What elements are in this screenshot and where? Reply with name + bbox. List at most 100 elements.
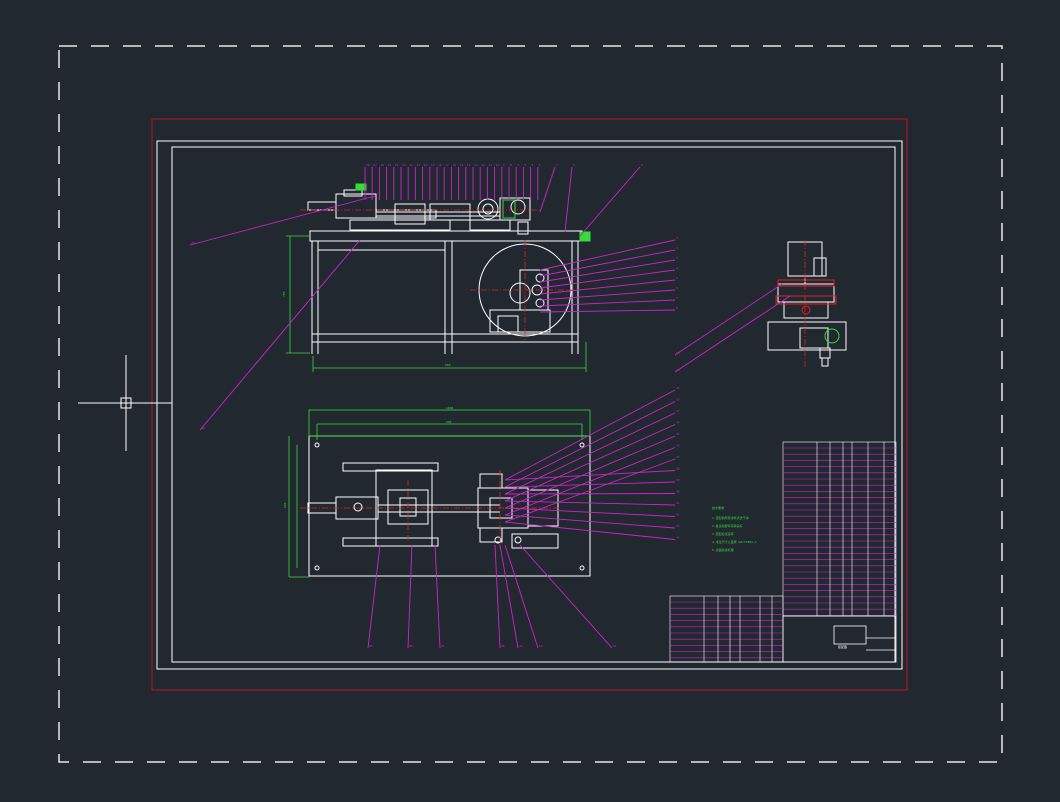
callout-bottom-3-label: 48 (501, 644, 505, 648)
notes-title: 技术要求 (712, 505, 724, 510)
callout-front-top-right-c-label: 1 (573, 163, 575, 167)
callout-bottom-6 (519, 544, 613, 649)
callout-front-top-0-label: 28 (366, 163, 370, 167)
callout-front-top-8-label: 20 (424, 163, 428, 167)
callout-front-top-5-label: 23 (402, 163, 406, 167)
callout-right-mid-8-label: 39 (676, 478, 680, 482)
notes-line-3: 3.装配后试运转 (712, 531, 734, 536)
callout-front-top-2-label: 26 (380, 163, 384, 167)
callout-front-right-2-label: 3 (676, 256, 678, 260)
notes-line-5: 5.表面涂漆处理 (712, 547, 734, 552)
callout-bottom-6-label: 51 (613, 644, 617, 648)
callout-right-mid-1-label: 32 (676, 398, 680, 402)
callout-bottom-2 (434, 544, 441, 649)
callout-right-mid-3-label: 34 (676, 421, 680, 425)
top-inner-width-dim: 900 (446, 420, 452, 424)
callout-front-right-4-label: 5 (676, 276, 678, 280)
callout-right-mid-6 (504, 458, 676, 523)
callout-front-top-18-label: 10 (496, 163, 500, 167)
callout-front-top-3-label: 25 (388, 163, 392, 167)
callout-bottom-4 (499, 544, 519, 649)
callout-front-right-7 (539, 309, 676, 313)
top-height-dim: 600 (283, 502, 287, 508)
callout-front-right-2 (539, 259, 676, 283)
callout-bottom-2-label: 47 (441, 644, 445, 648)
sheet-frame (151, 118, 908, 691)
callout-bottom-0 (367, 544, 381, 649)
notes-line-2: 2.各运动部件润滑良好 (712, 523, 743, 528)
notes-line-1: 1.装配前所有零件清洗干净 (712, 515, 749, 520)
callout-front-right-3-label: 4 (676, 266, 678, 270)
callout-right-mid-7 (504, 470, 676, 481)
callout-bottom-4-label: 49 (519, 644, 523, 648)
callout-side-b-label: 54 (676, 368, 680, 372)
callout-bottom-1-label: 46 (409, 644, 413, 648)
callout-front-right-6-label: 7 (676, 296, 678, 300)
callout-front-right-7-label: 8 (676, 306, 678, 310)
callout-front-top-right-b (539, 166, 556, 213)
callout-front-top-6-label: 22 (409, 163, 413, 167)
callout-front-top-right-a (579, 166, 641, 237)
callout-bottom-0-label: 45 (369, 644, 373, 648)
callout-side-b (674, 295, 791, 373)
callout-front-top-right-b-label: 2 (556, 163, 558, 167)
callout-right-mid-6-label: 37 (676, 455, 680, 459)
callout-side-a-label: 53 (676, 351, 680, 355)
callout-front-top-20-label: 8 (510, 163, 512, 167)
technical-notes: 技术要求 1.装配前所有零件清洗干净 2.各运动部件润滑良好 3.装配后试运转 … (712, 505, 757, 552)
callout-left-0-label: 29 (191, 241, 195, 245)
title-block-drawing-name: 装配图 (838, 644, 847, 649)
callout-right-mid-8 (504, 481, 676, 488)
callout-front-top-19-label: 9 (503, 163, 505, 167)
callout-right-mid-0 (504, 389, 676, 481)
callout-right-mid-5-label: 36 (676, 444, 680, 448)
callout-right-mid-5 (504, 447, 676, 516)
callout-front-top-right-c (564, 166, 573, 233)
callout-left-1-label: 30 (201, 426, 205, 430)
callout-front-right-5-label: 6 (676, 286, 678, 290)
front-view (307, 189, 583, 354)
callout-right-mid-13 (504, 521, 676, 540)
callout-front-top-1-label: 27 (373, 163, 377, 167)
callout-front-top-10-label: 18 (438, 163, 442, 167)
front-view-dimensions (286, 235, 587, 372)
callout-bottom-5-label: 50 (539, 644, 543, 648)
callout-front-top-11-label: 17 (445, 163, 449, 167)
callout-side-a (674, 283, 783, 356)
callout-right-mid-9 (504, 493, 676, 495)
callout-front-top-17-label: 11 (488, 163, 492, 167)
callout-bottom-1 (407, 544, 413, 649)
drawing-border-inner (171, 146, 896, 663)
top-view-centerlines (300, 470, 560, 548)
callout-right-mid-11 (504, 507, 676, 517)
callout-front-top-13-label: 15 (460, 163, 464, 167)
callout-right-mid-11-label: 42 (676, 513, 680, 517)
callout-right-mid-7-label: 38 (676, 467, 680, 471)
notes-line-4: 4.未注尺寸公差按 GB/T1804-m (712, 539, 757, 544)
callout-right-mid-2 (504, 412, 676, 495)
callout-front-right-1-label: 2 (676, 246, 678, 250)
callout-front-top-16-label: 12 (481, 163, 485, 167)
callout-front-right-0-label: 1 (676, 236, 678, 240)
callout-front-top-24-label: 4 (539, 163, 541, 167)
paper-boundary (58, 45, 1003, 763)
callout-right-mid-10 (504, 500, 676, 506)
callout-front-top-21-label: 7 (517, 163, 519, 167)
callout-front-top-22-label: 6 (524, 163, 526, 167)
title-block (782, 615, 897, 663)
callout-front-top-7-label: 21 (416, 163, 420, 167)
callout-right-mid-2-label: 33 (676, 409, 680, 413)
callout-front-right-0 (539, 239, 676, 271)
callout-front-top-right-a-label: 3 (641, 163, 643, 167)
callout-left-1 (199, 239, 361, 431)
callout-front-top-9-label: 19 (431, 163, 435, 167)
side-view-colored (775, 240, 840, 368)
callout-right-mid-10-label: 41 (676, 501, 680, 505)
callout-left-0 (189, 195, 376, 246)
callout-bottom-5 (504, 544, 539, 649)
callout-front-right-3 (539, 269, 676, 289)
front-width-dim: 880 (445, 363, 451, 367)
front-height-dim: 780 (282, 291, 286, 297)
